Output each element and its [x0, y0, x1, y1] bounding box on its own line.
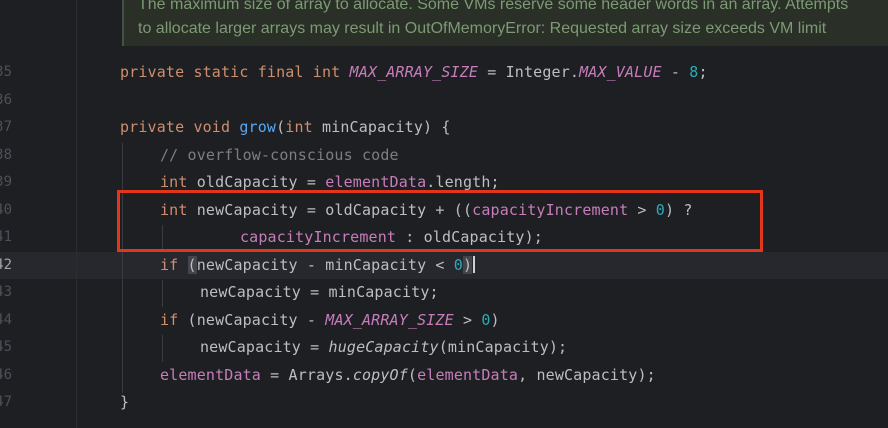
code-text: (newCapacity - — [187, 311, 326, 329]
semicolon: ; — [698, 63, 708, 81]
number-literal: 0 — [655, 201, 665, 219]
code-line-40[interactable]: int newCapacity = oldCapacity + ((capaci… — [160, 201, 693, 219]
line-gutter — [0, 0, 20, 428]
closing-brace: } — [120, 393, 130, 411]
code-text: = Arrays. — [261, 366, 353, 384]
paren: ) — [490, 311, 500, 329]
constant-ref: MAX_ARRAY_SIZE — [325, 311, 454, 329]
code-text: = Integer. — [478, 63, 580, 81]
code-line-42[interactable]: if (newCapacity - minCapacity < 0) — [160, 256, 476, 274]
code-text: oldCapacity = — [196, 173, 326, 191]
line-number[interactable]: 46 — [0, 367, 12, 383]
code-text: newCapacity - minCapacity < — [196, 256, 454, 274]
code-line-38[interactable]: // overflow-conscious code — [160, 146, 399, 164]
keyword: int — [160, 173, 197, 191]
line-number[interactable]: 47 — [0, 394, 12, 410]
method-name: grow — [239, 118, 277, 136]
doc-comment-line-2: to allocate larger arrays may result in … — [138, 20, 827, 37]
method-call: copyOf — [352, 366, 408, 384]
constant-ref: MAX_VALUE — [579, 63, 662, 81]
code-line-44[interactable]: if (newCapacity - MAX_ARRAY_SIZE > 0) — [160, 311, 500, 329]
code-text: , newCapacity); — [518, 366, 656, 384]
code-text: newCapacity = minCapacity; — [200, 283, 439, 301]
keyword: int — [285, 118, 323, 136]
operator: > — [628, 201, 656, 219]
code-line-37[interactable]: private void grow(int minCapacity) { — [120, 118, 451, 136]
line-number[interactable]: 44 — [0, 312, 12, 328]
matched-paren: ) — [462, 256, 473, 274]
field-ref: capacityIncrement — [472, 201, 629, 219]
operator: > — [453, 311, 482, 329]
field-ref: capacityIncrement — [240, 228, 397, 246]
code-text: .length; — [426, 173, 500, 191]
number-literal: 8 — [689, 63, 699, 81]
code-text: newCapacity = oldCapacity + (( — [196, 201, 473, 219]
current-line-highlight — [0, 252, 888, 279]
line-number[interactable]: 38 — [0, 147, 12, 163]
field-ref: elementData — [325, 173, 427, 191]
text-caret — [473, 256, 476, 273]
method-call: hugeCapacity — [328, 338, 439, 356]
field-ref: elementData — [160, 366, 261, 384]
line-number[interactable]: 37 — [0, 119, 12, 135]
field-ref: elementData — [417, 366, 519, 384]
line-number[interactable]: 35 — [0, 64, 12, 80]
number-literal: 0 — [453, 256, 463, 274]
code-line-41[interactable]: capacityIncrement : oldCapacity); — [240, 228, 543, 246]
line-number[interactable]: 39 — [0, 174, 12, 190]
doc-comment-line-1: The maximum size of array to allocate. S… — [138, 0, 849, 13]
keyword: private static final int — [120, 63, 350, 81]
number-literal: 0 — [481, 311, 491, 329]
parameter: minCapacity) { — [322, 118, 451, 136]
code-text: (minCapacity); — [438, 338, 568, 356]
matched-paren: ( — [187, 256, 197, 274]
code-text: : oldCapacity); — [396, 228, 543, 246]
line-number[interactable]: 41 — [0, 229, 12, 245]
indent-guide — [122, 143, 123, 393]
code-text: ) ? — [664, 201, 693, 219]
code-line-46[interactable]: elementData = Arrays.copyOf(elementData,… — [160, 366, 656, 384]
annotation-highlight-box — [117, 190, 763, 252]
line-number[interactable]: 40 — [0, 202, 12, 218]
code-text: newCapacity = — [200, 338, 329, 356]
doc-comment-block — [122, 0, 888, 46]
operator: - — [661, 63, 690, 81]
code-line-47[interactable]: } — [120, 393, 129, 411]
indent-guide — [162, 225, 163, 252]
code-line-43[interactable]: newCapacity = minCapacity; — [200, 283, 439, 301]
line-number[interactable]: 43 — [0, 284, 12, 300]
line-number-current[interactable]: 42 — [0, 257, 12, 273]
code-line-35[interactable]: private static final int MAX_ARRAY_SIZE … — [120, 63, 708, 81]
keyword: if — [160, 256, 188, 274]
paren: ( — [407, 366, 418, 384]
indent-guide — [162, 335, 163, 362]
comment: // overflow-conscious code — [160, 146, 399, 164]
keyword: int — [160, 201, 197, 219]
line-number[interactable]: 36 — [0, 92, 12, 108]
gutter-separator — [76, 0, 77, 428]
code-line-39[interactable]: int oldCapacity = elementData.length; — [160, 173, 500, 191]
keyword: private void — [120, 118, 240, 136]
line-number[interactable]: 45 — [0, 339, 12, 355]
keyword: if — [160, 311, 188, 329]
constant-name: MAX_ARRAY_SIZE — [349, 63, 479, 81]
indent-guide — [162, 280, 163, 307]
paren: ( — [276, 118, 286, 136]
code-line-45[interactable]: newCapacity = hugeCapacity(minCapacity); — [200, 338, 567, 356]
